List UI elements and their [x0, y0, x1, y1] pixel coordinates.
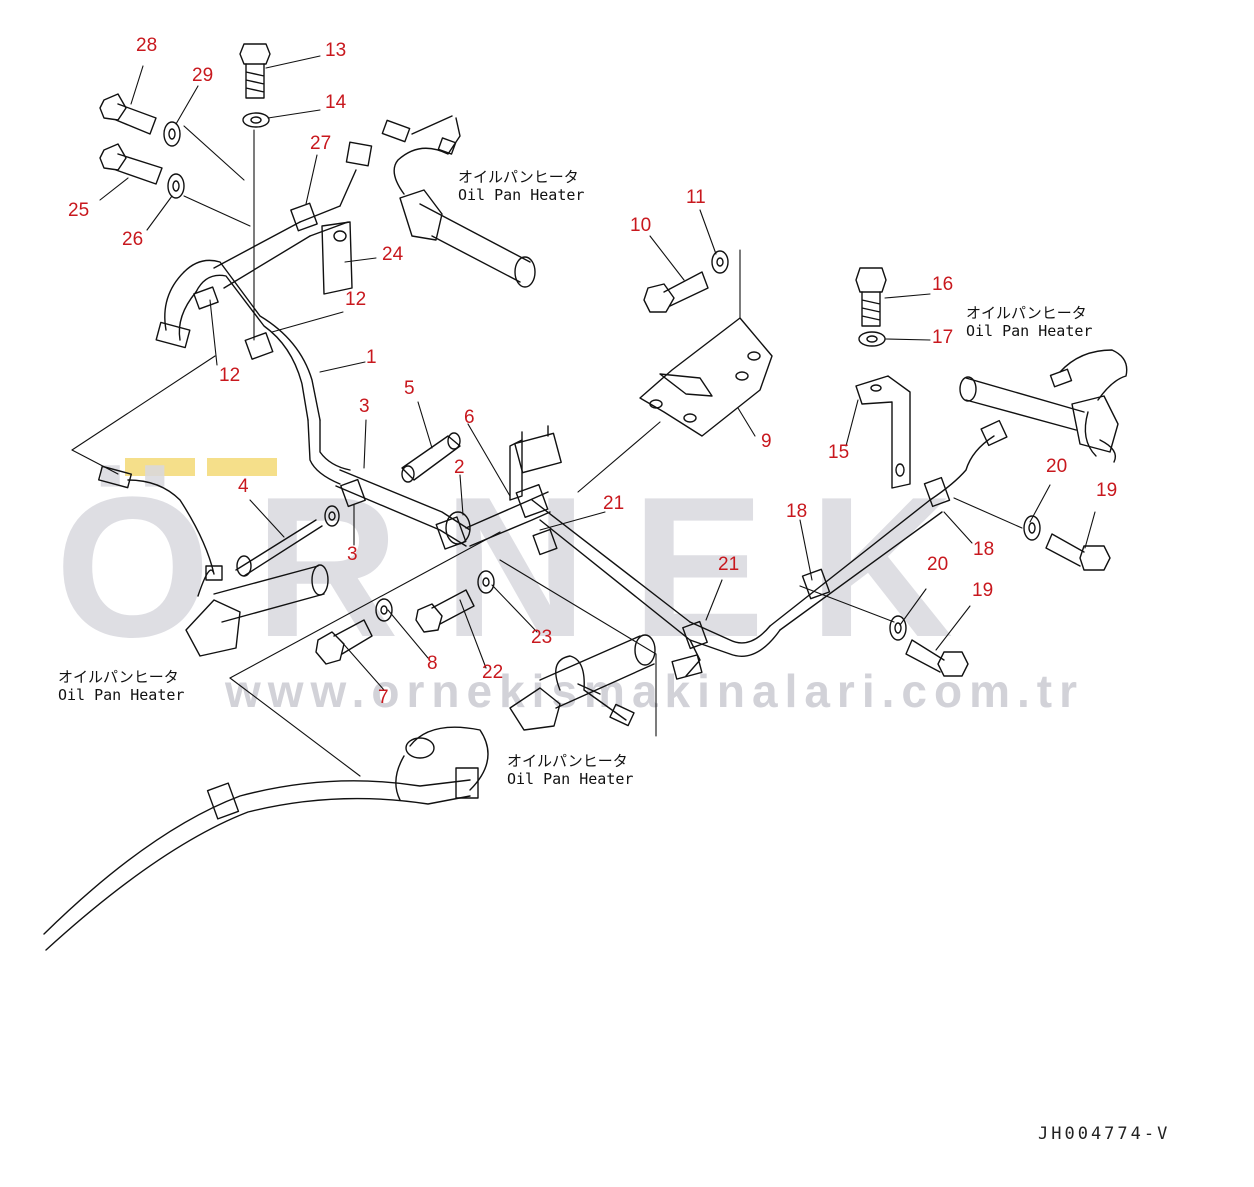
- callout-17: 17: [932, 327, 954, 348]
- callout-3-upper: 3: [359, 396, 370, 417]
- caption-heater-left: オイルパンヒータ Oil Pan Heater: [58, 668, 184, 704]
- caption-en: Oil Pan Heater: [966, 322, 1093, 340]
- callout-20-lower: 20: [927, 554, 949, 575]
- callout-1: 1: [366, 347, 377, 368]
- clamps: [193, 202, 951, 650]
- callout-23: 23: [531, 627, 553, 648]
- bolts: [99, 43, 1111, 677]
- callout-3-lower: 3: [347, 544, 358, 565]
- callout-25: 25: [68, 200, 90, 221]
- main-wire-harness: [155, 141, 1008, 680]
- oil-pan-heater-top: [381, 115, 536, 288]
- callout-2: 2: [454, 457, 465, 478]
- callout-5: 5: [404, 378, 415, 399]
- watermark-url: www.ornekismakinalari.com.tr: [225, 665, 1084, 717]
- brackets: [321, 221, 911, 501]
- callout-18-left: 18: [786, 501, 808, 522]
- callout-14: 14: [325, 92, 347, 113]
- caption-en: Oil Pan Heater: [58, 686, 185, 704]
- callout-9: 9: [761, 431, 772, 452]
- lower-tube: [43, 726, 489, 951]
- callout-27: 27: [310, 133, 332, 154]
- callout-7: 7: [378, 687, 389, 708]
- callout-22: 22: [482, 662, 504, 683]
- oil-pan-heater-bottom: [509, 634, 656, 731]
- callout-12-left: 12: [219, 365, 241, 386]
- caption-jp: オイルパンヒータ: [58, 668, 179, 686]
- washers: [163, 112, 1041, 641]
- caption-en: Oil Pan Heater: [507, 770, 634, 788]
- caption-en: Oil Pan Heater: [458, 186, 585, 204]
- callout-16: 16: [932, 274, 954, 295]
- caption-heater-top: オイルパンヒータ Oil Pan Heater: [458, 168, 584, 204]
- oil-pan-heater-left: [97, 465, 329, 657]
- caption-jp: オイルパンヒータ: [458, 168, 579, 186]
- callout-10: 10: [630, 215, 652, 236]
- callout-8: 8: [427, 653, 438, 674]
- watermark-logo: ÖRNEK: [55, 456, 998, 679]
- callout-12-right: 12: [345, 289, 367, 310]
- caption-heater-right: オイルパンヒータ Oil Pan Heater: [966, 304, 1092, 340]
- assembly-lines: [71, 125, 1023, 777]
- drawing-code: JH004774-V: [1038, 1124, 1171, 1144]
- caption-heater-bottom: オイルパンヒータ Oil Pan Heater: [507, 752, 633, 788]
- leader-lines: [99, 55, 1096, 691]
- callout-19-upper: 19: [1096, 480, 1118, 501]
- callout-19-lower: 19: [972, 580, 994, 601]
- callout-21-lower: 21: [718, 554, 740, 575]
- callout-4: 4: [238, 476, 249, 497]
- callout-24: 24: [382, 244, 404, 265]
- callout-18-right: 18: [973, 539, 995, 560]
- callout-13: 13: [325, 40, 347, 61]
- callout-21-upper: 21: [603, 493, 625, 514]
- callout-20-upper: 20: [1046, 456, 1068, 477]
- callout-6: 6: [464, 407, 475, 428]
- callout-11: 11: [686, 187, 706, 208]
- caption-jp: オイルパンヒータ: [507, 752, 628, 770]
- callout-29: 29: [192, 65, 214, 86]
- callout-15: 15: [828, 442, 850, 463]
- callout-28: 28: [136, 35, 158, 56]
- oil-pan-heater-right: [959, 349, 1128, 463]
- callout-26: 26: [122, 229, 144, 250]
- caption-jp: オイルパンヒータ: [966, 304, 1087, 322]
